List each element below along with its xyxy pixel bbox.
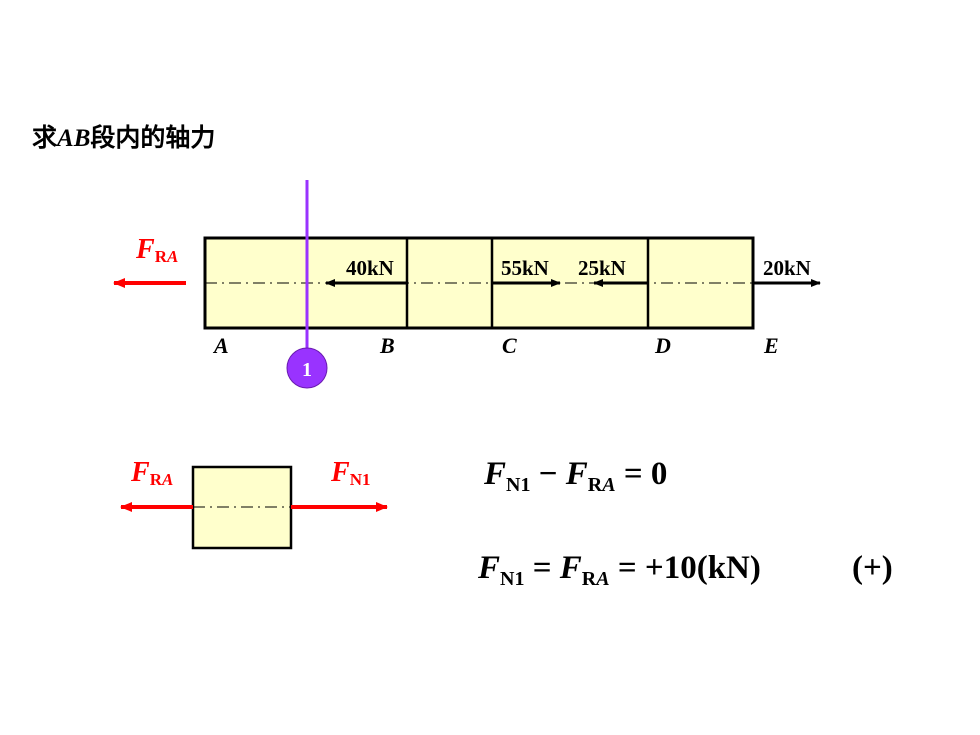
axial-force-result: FN1 = FRA = +10(kN) (478, 550, 761, 590)
load-label-e: 20kN (763, 256, 811, 280)
section-marker (286, 347, 328, 389)
reaction-label: FRA (135, 234, 178, 266)
load-label-c: 55kN (501, 256, 549, 280)
section-number: 1 (302, 359, 312, 381)
point-label-b: B (379, 333, 395, 358)
point-label-d: D (654, 333, 671, 358)
equilibrium-equation: FN1 − FRA = 0 (484, 456, 668, 496)
point-label-a: A (212, 333, 229, 358)
load-label-d: 25kN (578, 256, 626, 280)
page-title: 求AB段内的轴力 (32, 123, 216, 152)
load-label-b: 40kN (346, 256, 394, 280)
point-label-e: E (763, 333, 779, 358)
free-body-reaction-label: FRA (130, 457, 173, 489)
point-label-c: C (502, 333, 517, 358)
tension-sign: (+) (852, 550, 893, 586)
free-body-axial-label: FN1 (330, 457, 370, 489)
